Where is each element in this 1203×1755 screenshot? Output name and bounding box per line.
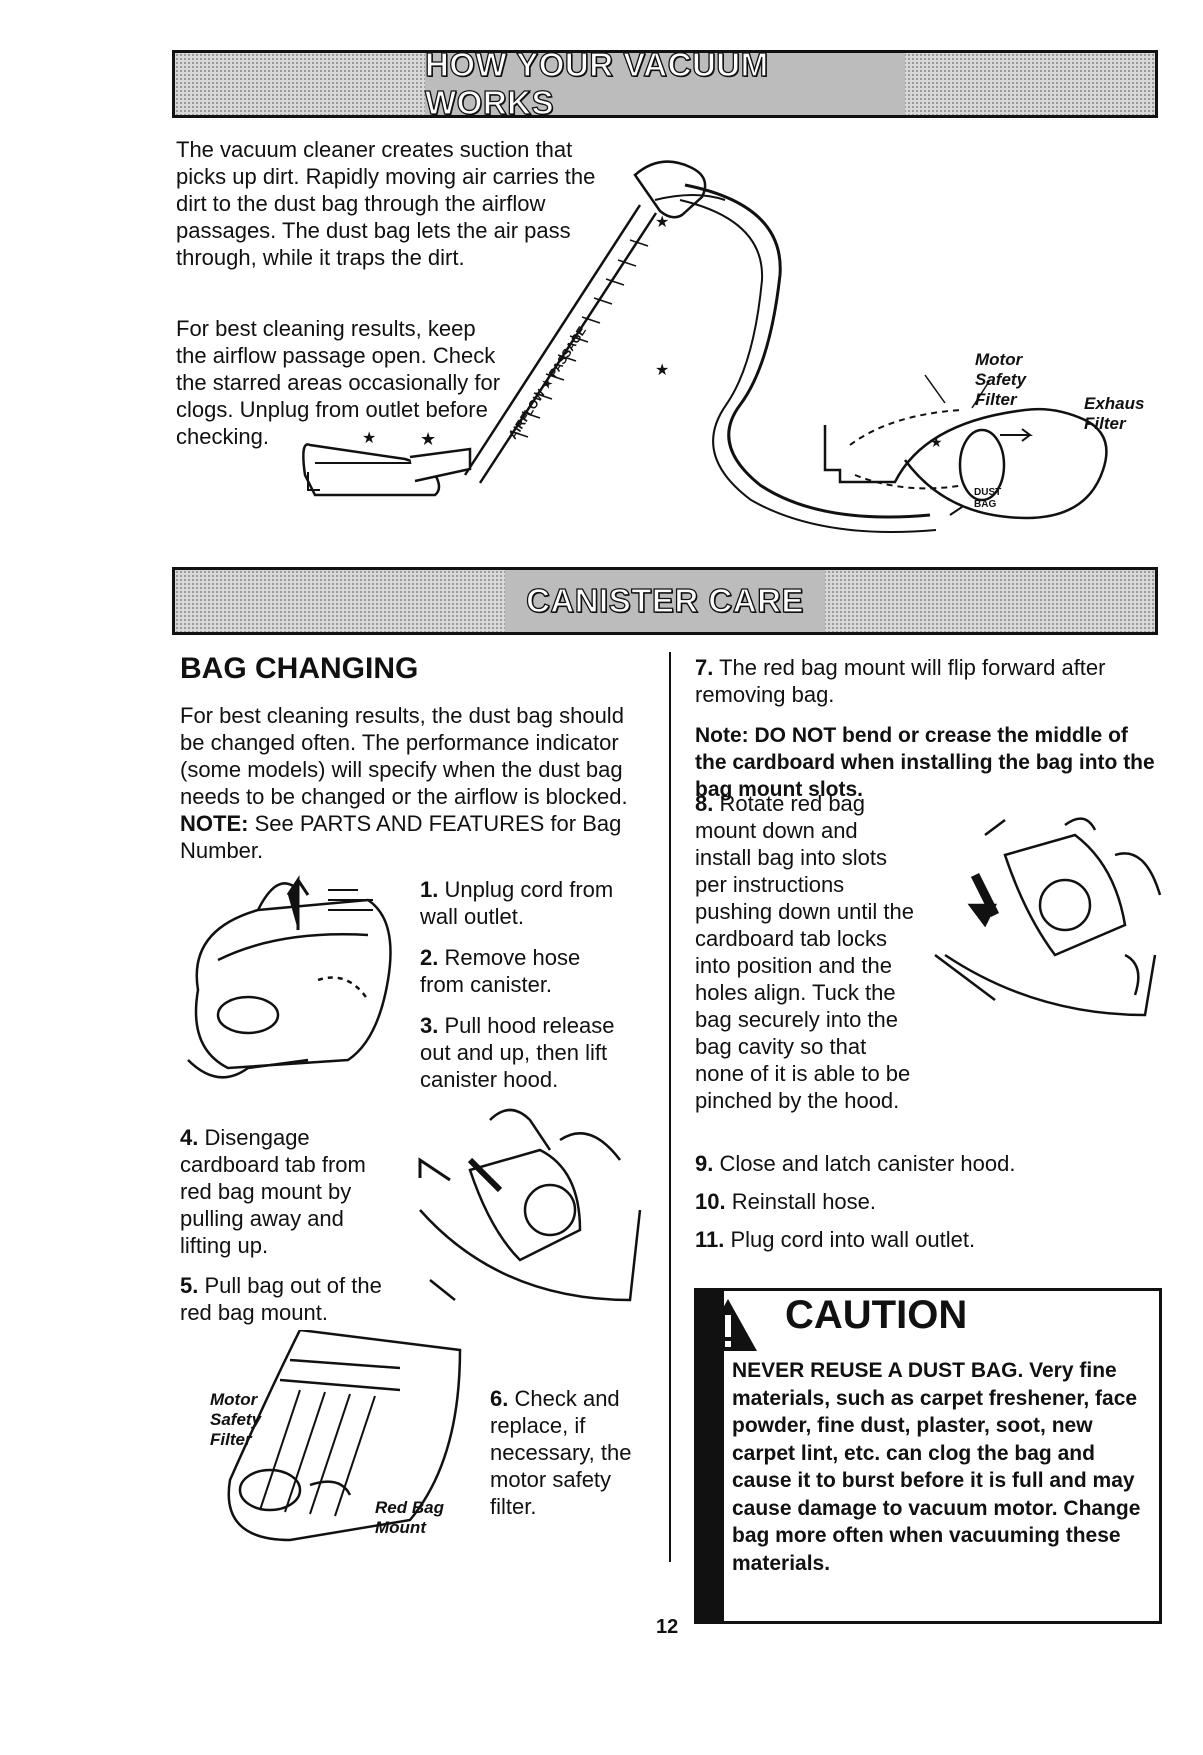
- bag-changing-intro: For best cleaning results, the dust bag …: [180, 702, 640, 864]
- motor-safety-filter-label: Motor Safety Filter: [975, 350, 1027, 409]
- bag-intro-text-a: For best cleaning results, the dust bag …: [180, 703, 628, 809]
- step-9: 9. Close and latch canister hood.: [695, 1151, 1016, 1176]
- install-bag-illustration: [934, 817, 1162, 1017]
- star-marker-4: ★: [655, 362, 669, 379]
- step-1: 1. Unplug cord from wall outlet.: [420, 877, 614, 929]
- warning-icon: [699, 1299, 757, 1351]
- caution-box: CAUTION NEVER REUSE A DUST BAG. Very fin…: [694, 1288, 1162, 1624]
- remove-bag-illustration: [418, 1108, 642, 1302]
- exhaust-filter-label: Exhaus Filter: [1084, 394, 1145, 433]
- how-vacuum-works-title: HOW YOUR VACUUM WORKS: [424, 45, 905, 122]
- airflow-passage-label: AIRFLOW ★ PASSAGE: [506, 324, 589, 442]
- fig6-red-bag-mount-label: Red Bag Mount: [375, 1498, 444, 1537]
- bag-intro-note-label: NOTE:: [180, 811, 249, 836]
- step-5: 5. Pull bag out of the red bag mount.: [180, 1273, 382, 1325]
- bag-changing-heading: BAG CHANGING: [180, 652, 419, 685]
- step-6: 6. Check and replace, if necessary, the …: [490, 1386, 632, 1519]
- star-marker-5: ★: [930, 434, 943, 450]
- how-vacuum-works-banner: HOW YOUR VACUUM WORKS: [172, 45, 1158, 122]
- vacuum-airflow-illustration: AIRFLOW ★ PASSAGE ★ ★ ★ ★ ★: [302, 160, 1108, 533]
- how-paragraph-1: The vacuum cleaner creates suction that …: [176, 137, 596, 270]
- bag-install-note: Note: DO NOT bend or crease the middle o…: [695, 724, 1155, 801]
- fig6-motor-safety-filter-label: Motor Safety Filter: [210, 1390, 262, 1449]
- canister-care-banner: CANISTER CARE: [172, 567, 1158, 635]
- caution-text: NEVER REUSE A DUST BAG. Very fine materi…: [732, 1359, 1141, 1575]
- page-number: 12: [656, 1616, 679, 1638]
- step-7: 7. The red bag mount will flip forward a…: [695, 655, 1106, 707]
- star-marker-3: ★: [655, 214, 669, 231]
- step-4: 4. Disengage cardboard tab from red bag …: [180, 1125, 366, 1258]
- step-10: 10. Reinstall hose.: [695, 1189, 877, 1214]
- star-marker-1: ★: [420, 429, 436, 449]
- bag-intro-text-b: See PARTS AND FEATURES for Bag Number.: [180, 811, 622, 863]
- step-3: 3. Pull hood release out and up, then li…: [420, 1013, 615, 1092]
- step-8-text: Rotate red bag mount down and install ba…: [695, 791, 914, 1113]
- step-11: 11. Plug cord into wall outlet.: [695, 1227, 976, 1252]
- step-2: 2. Remove hose from canister.: [420, 945, 581, 997]
- canister-care-title: CANISTER CARE: [505, 570, 825, 632]
- how-paragraph-2: For best cleaning results, keep the airf…: [176, 316, 501, 449]
- caution-title: CAUTION: [785, 1293, 968, 1337]
- column-divider: [669, 652, 671, 1562]
- motor-safety-filter-illustration: [227, 1330, 462, 1542]
- step-8: 8. Rotate red bag mount down and install…: [695, 791, 914, 1113]
- dust-bag-label: DUST BAG: [974, 487, 1002, 510]
- star-marker-2: ★: [362, 430, 376, 447]
- unplug-hood-illustration: [187, 875, 392, 1079]
